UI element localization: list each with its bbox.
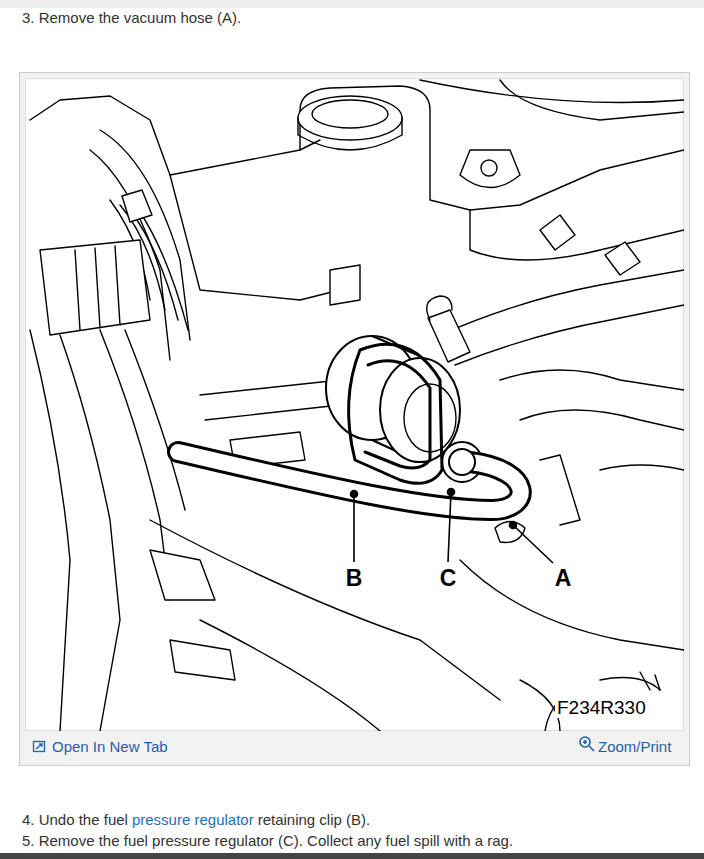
filler-cap <box>298 118 402 150</box>
cover-clip <box>605 242 640 275</box>
engine-drawing <box>30 80 684 731</box>
leader-lines <box>351 489 554 564</box>
label-holder: B <box>346 565 363 592</box>
callout-letter: C <box>440 565 457 591</box>
manifold-edge <box>460 560 684 650</box>
manifold-edge <box>520 680 560 731</box>
step-text: 4. Undo the fuel <box>22 811 128 828</box>
label-holder: Open In New Tab <box>52 738 168 756</box>
filler-cap <box>298 96 402 140</box>
mounting-boss <box>460 150 520 188</box>
cover-edge <box>30 96 320 175</box>
open-tab-icon <box>34 742 45 752</box>
harness-connector <box>40 240 150 335</box>
manifold-edge <box>600 678 660 690</box>
figure-code: F234R330 <box>555 697 648 718</box>
cover-edge <box>170 175 340 300</box>
tool-link: Zoom/Print <box>598 738 671 755</box>
filler-cap <box>312 100 388 128</box>
harness <box>60 335 120 731</box>
manifold-edge <box>500 370 684 390</box>
label-holder: 5. Remove the fuel pressure regulator (C… <box>22 832 513 850</box>
label-holder: Zoom/Print <box>598 738 671 756</box>
coolant-hose <box>440 270 684 335</box>
sensor-plug <box>170 640 235 680</box>
retaining-clip <box>349 344 442 483</box>
cover-edge <box>500 80 684 120</box>
label-holder: C <box>440 565 457 592</box>
figure-ground <box>26 79 684 731</box>
leader-dot <box>448 489 455 496</box>
cable-tie <box>122 190 152 222</box>
manifold-edge <box>540 455 580 525</box>
step-text: retaining clip (B). <box>258 811 371 828</box>
mounting-hole <box>481 160 497 176</box>
manifold-edge <box>640 672 660 690</box>
leader-dot <box>510 522 517 529</box>
manifold-edge <box>150 520 500 700</box>
harness <box>30 330 70 731</box>
top-strip <box>0 0 704 8</box>
label-holder: A <box>555 565 572 592</box>
leader-line <box>448 492 451 562</box>
bottom-strip <box>0 853 704 859</box>
callout-letter: A <box>555 565 572 591</box>
tool-link: Open In New Tab <box>52 738 168 755</box>
label-holder: F234R330 <box>555 697 648 719</box>
coolant-hose <box>455 305 684 365</box>
cover-edge <box>420 80 684 103</box>
manifold-edge <box>520 410 684 430</box>
zoom-icon <box>580 737 594 751</box>
cover-edge <box>470 210 684 260</box>
hose-clamp <box>428 310 470 362</box>
retaining-clip <box>365 361 430 468</box>
harness <box>125 330 185 510</box>
leader-dot <box>351 491 358 498</box>
step-line: 4. Undo the fuelpressure regulatorretain… <box>22 811 374 829</box>
sensor-plug <box>150 550 215 600</box>
step-text: 3. Remove the vacuum hose (A). <box>22 9 241 26</box>
regulator-nozzle <box>442 442 482 482</box>
figure-frame <box>20 73 690 766</box>
cover-clip <box>540 215 575 250</box>
leader-line <box>514 526 553 563</box>
step-text: 5. Remove the fuel pressure regulator (C… <box>22 832 513 849</box>
callout-letter: B <box>346 565 363 591</box>
hose-end <box>449 449 475 475</box>
cover-clip <box>330 265 360 305</box>
hose-clamp <box>427 296 452 320</box>
term-link: pressure regulator <box>132 811 254 828</box>
harness-connector <box>75 246 120 330</box>
manifold-edge <box>600 465 684 470</box>
leader-line <box>353 495 355 562</box>
fuel-rail <box>200 380 340 420</box>
label-holder: 3. Remove the vacuum hose (A). <box>22 9 241 27</box>
